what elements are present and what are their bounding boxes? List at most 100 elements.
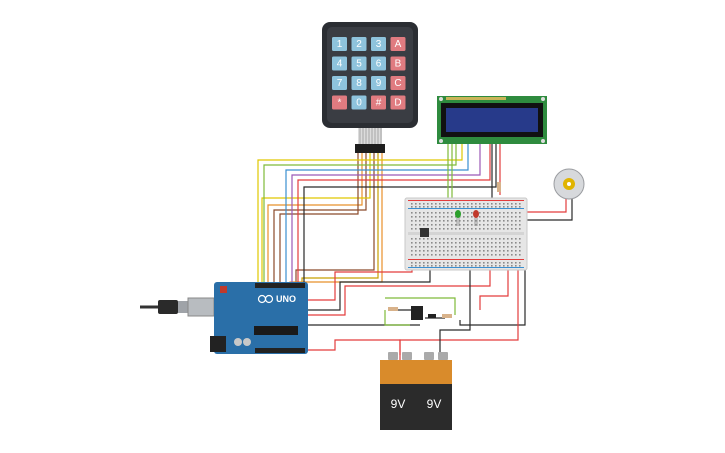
keypad-key-6[interactable]: 6 — [371, 56, 386, 71]
wire-keypad-2 — [273, 152, 367, 285]
lcd-hole-4 — [541, 139, 545, 143]
keypad-key-label: 2 — [356, 39, 362, 50]
wire-keypad-1 — [267, 152, 363, 285]
wire-bb-2 — [305, 250, 431, 311]
keypad-key-face — [332, 37, 347, 51]
breadboard-channel — [408, 232, 524, 235]
keypad-key-15[interactable]: D — [390, 95, 406, 110]
wire-tr-5 — [305, 339, 401, 355]
keypad-key-label: D — [394, 98, 401, 109]
wire-keypad-4 — [295, 152, 375, 285]
keypad-key-label: 9 — [376, 78, 382, 89]
breadboard[interactable] — [404, 182, 528, 271]
wire-lcd-4 — [291, 143, 481, 285]
keypad-key-2[interactable]: 3 — [371, 37, 386, 51]
keypad-key-8[interactable]: 7 — [332, 76, 347, 90]
battery-2-body-bottom — [416, 384, 452, 430]
lcd-hole-1 — [439, 97, 443, 101]
battery-1-label: 9V — [391, 397, 406, 411]
transistor — [411, 306, 423, 320]
arduino-chip — [254, 326, 298, 335]
battery-1[interactable]: 9V — [380, 352, 416, 430]
dc-motor[interactable] — [553, 168, 585, 200]
pushbutton[interactable] — [420, 228, 429, 237]
keypad-key-13[interactable]: 0 — [351, 95, 367, 110]
keypad-ribbon-lines — [359, 128, 382, 144]
breadboard-rail-top-blue — [408, 208, 524, 209]
keypad-header — [355, 144, 385, 153]
keypad-key-10[interactable]: 9 — [371, 76, 386, 90]
arduino-model-label: UNO — [276, 294, 296, 304]
keypad-key-face — [332, 76, 347, 90]
keypad-key-12[interactable]: * — [332, 95, 347, 110]
battery-2-label: 9V — [427, 397, 442, 411]
wire-lcd-6 — [303, 143, 497, 285]
keypad-key-face — [390, 76, 406, 90]
keypad-key-0[interactable]: 1 — [332, 37, 347, 51]
arduino-board — [214, 282, 308, 354]
usb-plug-metal — [178, 301, 188, 313]
breadboard-rail-bot-blue — [408, 267, 524, 268]
battery-1-terminal-neg — [402, 352, 412, 360]
keypad-key-face — [390, 37, 406, 51]
resistor-lcd — [497, 182, 501, 192]
wire-lcd-5 — [297, 143, 491, 285]
arduino-capacitor-2 — [243, 338, 251, 346]
keypad-ribbon — [358, 128, 382, 144]
usb-plug-grip — [158, 300, 178, 314]
wire-bb-3 — [305, 245, 491, 316]
wire-keypad-3 — [261, 152, 371, 285]
diode — [428, 314, 436, 318]
wire-motor-2 — [525, 196, 573, 221]
arduino-reset-button[interactable] — [220, 286, 227, 293]
keypad-key-label: C — [394, 78, 401, 89]
keypad-key-face — [390, 95, 406, 110]
keypad-key-11[interactable]: C — [390, 76, 406, 90]
keypad-key-label: 3 — [376, 39, 382, 50]
keypad-key-face — [371, 76, 386, 90]
keypad-key-label: 8 — [356, 78, 362, 89]
resistor-1 — [388, 307, 398, 311]
breadboard-holes — [411, 203, 521, 267]
keypad-key-face — [390, 56, 406, 71]
wire-bb-6 — [439, 255, 471, 360]
keypad-key-label: B — [395, 59, 402, 70]
arduino-top-header — [255, 283, 305, 288]
keypad-key-9[interactable]: 8 — [351, 76, 367, 90]
keypad-key-5[interactable]: 5 — [351, 56, 367, 71]
keypad-key-label: 4 — [337, 59, 343, 70]
led-red — [473, 210, 479, 226]
keypad-key-face — [351, 76, 367, 90]
wire-lcd-1 — [257, 143, 463, 285]
resistor-2 — [442, 314, 452, 318]
battery-1-body-top — [380, 360, 416, 384]
battery-2-terminal-neg — [438, 352, 448, 360]
keypad-key-7[interactable]: B — [390, 56, 406, 71]
arduino-bottom-header — [255, 348, 305, 353]
lcd-screen — [446, 108, 538, 132]
usb-port — [187, 297, 215, 317]
keypad-key-label: 7 — [337, 78, 343, 89]
keypad-key-4[interactable]: 4 — [332, 56, 347, 71]
arduino-capacitor-1 — [234, 338, 242, 346]
keypad-key-3[interactable]: A — [390, 37, 406, 51]
battery-2-terminal-pos — [424, 352, 434, 360]
wire-tr-6 — [384, 310, 410, 326]
lcd-hole-3 — [439, 139, 443, 143]
keypad-key-face — [371, 95, 386, 110]
keypad-key-1[interactable]: 2 — [351, 37, 367, 51]
wire-lcd-2 — [263, 143, 457, 285]
lcd-hole-2 — [541, 97, 545, 101]
keypad-key-label: * — [338, 98, 342, 109]
arduino-uno[interactable]: UNO — [140, 282, 308, 354]
keypad-key-14[interactable]: # — [371, 95, 386, 110]
keypad-key-label: # — [376, 98, 382, 109]
led-green — [455, 210, 461, 226]
lcd-display[interactable] — [437, 96, 547, 144]
battery-2[interactable]: 9V — [416, 352, 452, 430]
keypad-key-face — [351, 56, 367, 71]
wire-keypad-7 — [279, 152, 359, 285]
